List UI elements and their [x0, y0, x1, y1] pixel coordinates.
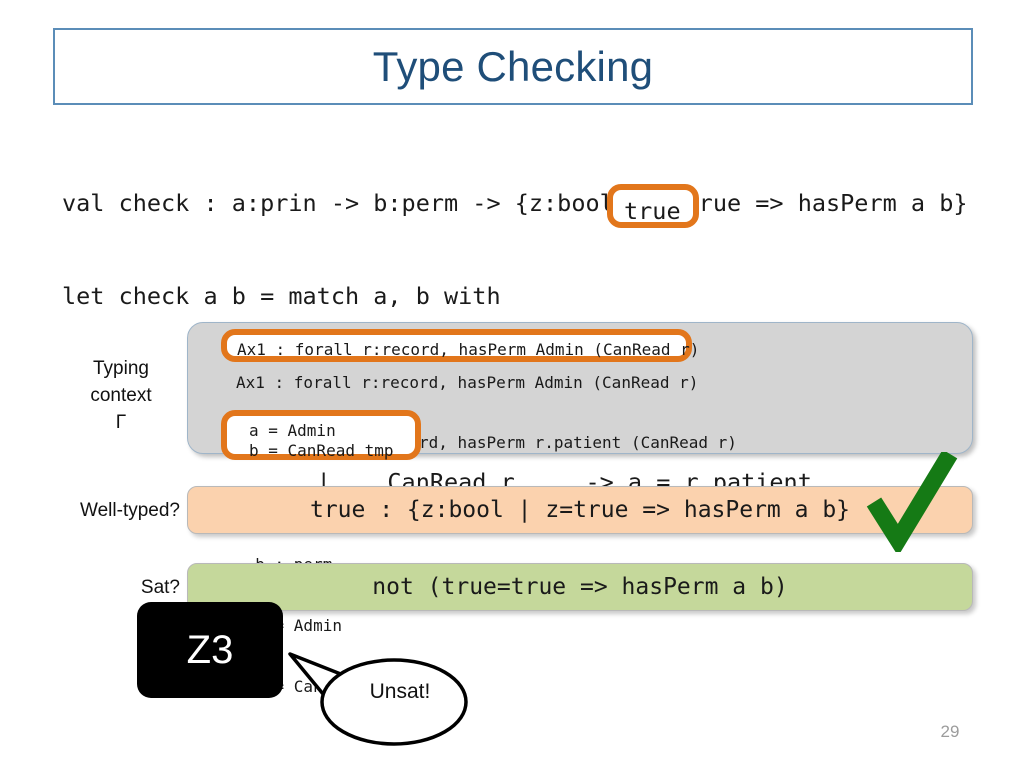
typing-context-label-line1: Typing: [93, 358, 149, 379]
highlight-box-ax1: Ax1 : forall r:record, hasPerm Admin (Ca…: [221, 329, 699, 362]
typing-context-label-gamma: Γ: [115, 412, 127, 433]
page-title: Type Checking: [372, 42, 654, 90]
typing-context-label: Typing context Γ: [60, 355, 182, 436]
z3-solver-box: Z3: [137, 602, 283, 698]
title-box: Type Checking: [53, 28, 973, 105]
highlight-true-text: true: [624, 197, 681, 225]
context-line-a-admin: a = Admin: [236, 616, 342, 636]
highlight-box-true: true: [607, 184, 699, 228]
sat-bar: not (true=true => hasPerm a b): [187, 563, 973, 611]
typing-context-label-line2: context: [90, 385, 152, 406]
highlight-assign-line1: a = Admin: [249, 421, 336, 440]
well-typed-label: Well-typed?: [80, 500, 180, 521]
code-line-1: val check : a:prin -> b:perm -> {z:bool …: [62, 189, 968, 217]
code-line-2: let check a b = match a, b with: [62, 282, 501, 310]
highlight-ax1-text: Ax1 : forall r:record, hasPerm Admin (Ca…: [237, 340, 700, 359]
sat-label: Sat?: [140, 577, 180, 598]
highlight-assign-line2: b = CanRead tmp: [249, 441, 394, 460]
well-typed-bar: true : {z:bool | z=true => hasPerm a b}: [187, 486, 973, 534]
page-number: 29: [940, 722, 960, 741]
speech-bubble-icon: [288, 652, 468, 746]
speech-bubble-text: Unsat!: [369, 680, 431, 703]
highlight-box-assignments: a = Admin b = CanRead tmp: [221, 410, 421, 460]
context-line-ax1: Ax1 : forall r:record, hasPerm Admin (Ca…: [236, 372, 699, 392]
